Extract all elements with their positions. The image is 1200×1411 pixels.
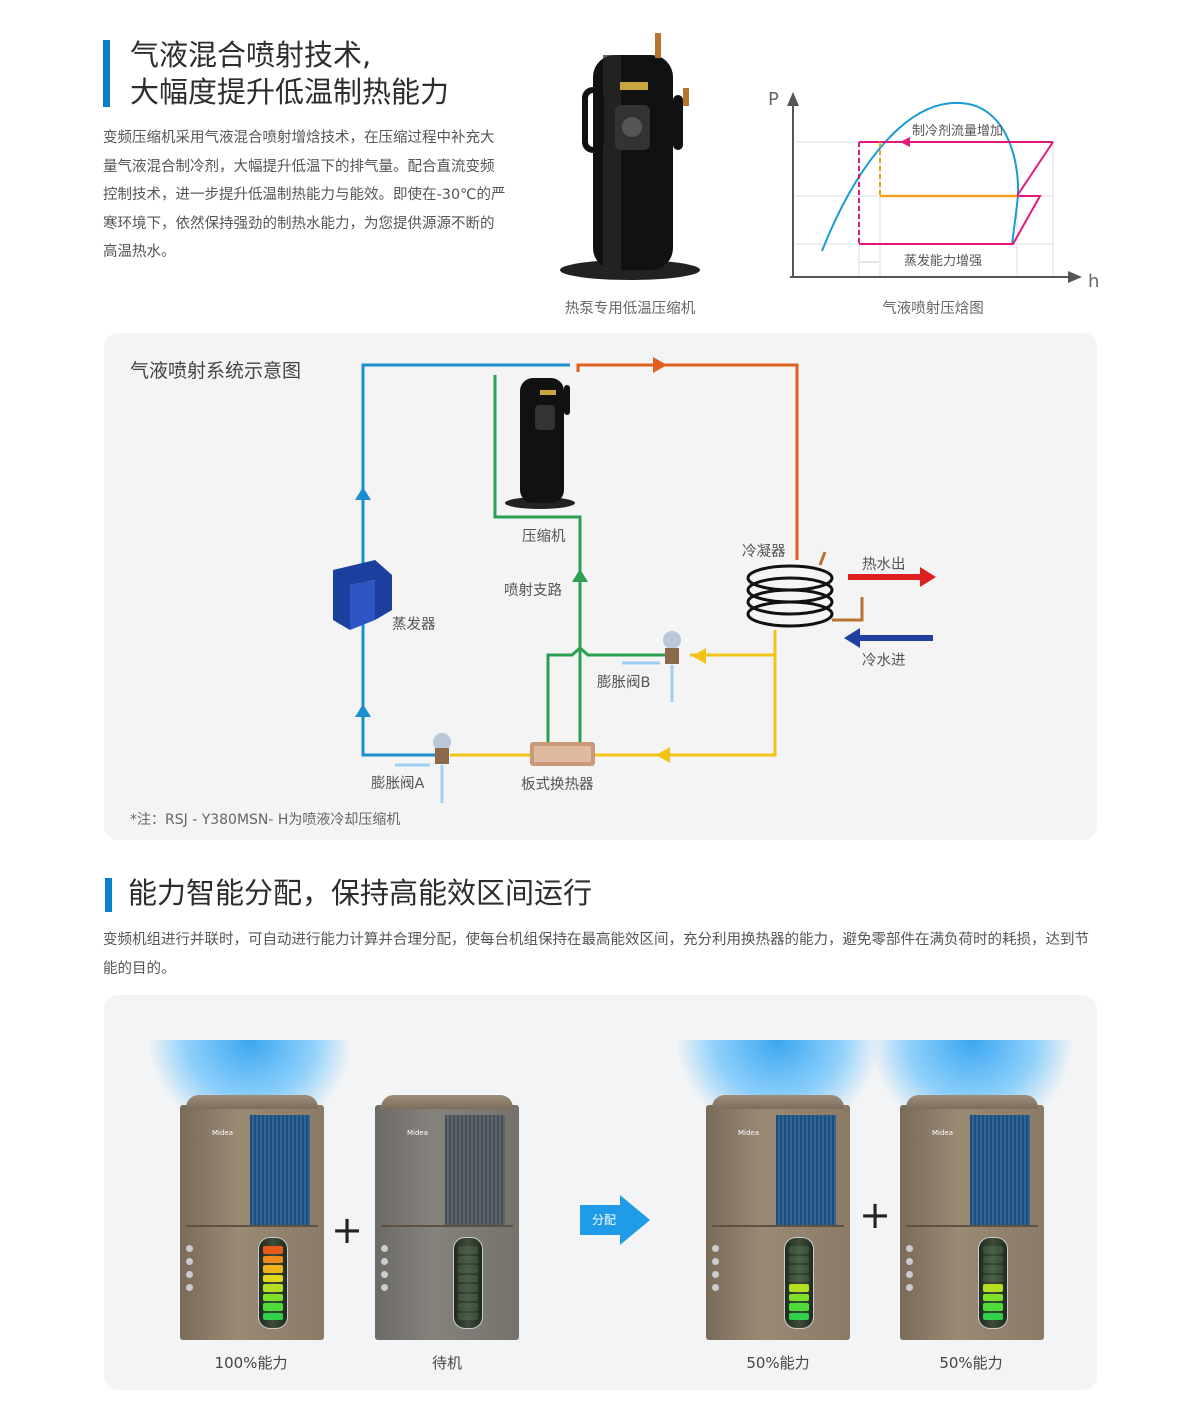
gauge-segment (458, 1284, 478, 1292)
capacity-gauge (978, 1237, 1008, 1329)
diagram-title: 气液喷射系统示意图 (130, 360, 302, 382)
section2-paragraph: 变频机组进行并联时，可自动进行能力计算并合理分配，使每台机组保持在最高能效区间，… (103, 932, 1089, 977)
gauge-segment (983, 1303, 1003, 1311)
label-hot-water-out: 热水出 (862, 557, 906, 573)
gauge-segment (983, 1312, 1003, 1320)
gauge-segment (263, 1246, 283, 1254)
capacity-gauge (453, 1237, 483, 1329)
compressor-icon (505, 378, 575, 509)
hot-water-arrow (848, 567, 936, 587)
heat-pump-unit: Midea (706, 1095, 850, 1340)
gauge-segment (983, 1284, 1003, 1292)
gauge-segment (458, 1246, 478, 1254)
fan-grille (776, 1115, 836, 1225)
section1-title-line2: 大幅度提升低温制热能力 (130, 75, 450, 109)
gauge-segment (263, 1303, 283, 1311)
gauge-segment (789, 1265, 809, 1273)
gauge-segment (983, 1293, 1003, 1301)
label-injection-branch: 喷射支路 (504, 583, 562, 599)
unit-capacity-label: 50%能力 (939, 1354, 1003, 1372)
liquid-pipe (450, 630, 777, 757)
gauge-segment (983, 1265, 1003, 1273)
ph-chart-caption: 气液喷射压焓图 (882, 301, 984, 317)
x-axis-label: h (1088, 271, 1100, 292)
capacity-gauge (258, 1237, 288, 1329)
fan-grille (250, 1115, 310, 1225)
gauge-segment (983, 1246, 1003, 1254)
gauge-segment (789, 1312, 809, 1320)
gauge-segment (458, 1255, 478, 1263)
gauge-segment (458, 1312, 478, 1320)
unit-capacity-label: 100%能力 (214, 1354, 288, 1372)
brand-logo: Midea (932, 1129, 954, 1137)
gauge-segment (458, 1293, 478, 1301)
label-valve-b: 膨胀阀B (597, 675, 651, 691)
gauge-segment (789, 1274, 809, 1282)
title-accent-bar (103, 40, 110, 107)
gauge-segment (263, 1274, 283, 1282)
annotation-flow-increase: 制冷剂流量增加 (912, 124, 1004, 139)
brand-logo: Midea (212, 1129, 234, 1137)
suction-pipe (361, 363, 570, 757)
condenser-icon (746, 551, 864, 628)
unit-capacity-label: 待机 (431, 1354, 463, 1372)
compressor-caption: 热泵专用低温压缩机 (564, 301, 696, 317)
gauge-segment (789, 1284, 809, 1292)
distribute-arrow: 分配 (580, 1195, 650, 1245)
gauge-segment (263, 1312, 283, 1320)
gauge-segment (263, 1265, 283, 1273)
label-evaporator: 蒸发器 (392, 617, 436, 633)
capacity-gauge (784, 1237, 814, 1329)
section1-title-line1: 气液混合喷射技术, (130, 38, 372, 72)
gauge-segment (789, 1303, 809, 1311)
gauge-segment (458, 1265, 478, 1273)
label-valve-a: 膨胀阀A (371, 776, 425, 792)
expansion-valve-b-icon (622, 631, 681, 702)
injection-pipe (493, 375, 582, 755)
brand-logo: Midea (407, 1129, 429, 1137)
heat-pump-unit: Midea (900, 1095, 1044, 1340)
gauge-segment (789, 1293, 809, 1301)
gauge-segment (263, 1293, 283, 1301)
gauge-segment (983, 1255, 1003, 1263)
label-plate-hx: 板式换热器 (521, 777, 594, 793)
distribute-label: 分配 (592, 1213, 617, 1227)
section2-title: 能力智能分配，保持高能效区间运行 (128, 876, 593, 910)
gauge-segment (983, 1274, 1003, 1282)
plus-sign: + (331, 1208, 363, 1252)
gauge-segment (789, 1246, 809, 1254)
gauge-segment (789, 1255, 809, 1263)
section1-paragraph: 变频压缩机采用气液混合喷射增焓技术，在压缩过程中补充大量气液混合制冷剂，大幅提升… (103, 130, 506, 260)
discharge-pipe (576, 363, 799, 560)
title-accent-bar (105, 878, 112, 912)
label-condenser: 冷凝器 (742, 544, 786, 560)
saturation-curve (821, 101, 1020, 252)
y-axis-label: P (768, 89, 779, 110)
heat-pump-unit: Midea (180, 1095, 324, 1340)
brand-logo: Midea (738, 1129, 760, 1137)
ph-chart (787, 92, 1082, 283)
diagram-note: *注：RSJ - Y380MSN- H为喷液冷却压缩机 (130, 812, 401, 828)
label-compressor: 压缩机 (522, 529, 566, 545)
compressor-image (560, 33, 700, 280)
plus-sign: + (859, 1193, 891, 1237)
heat-pump-unit: Midea (375, 1095, 519, 1340)
annotation-evaporation: 蒸发能力增强 (904, 254, 983, 269)
gauge-segment (458, 1303, 478, 1311)
gauge-segment (263, 1284, 283, 1292)
expansion-valve-a-icon (395, 733, 451, 803)
evaporator-icon (333, 560, 392, 630)
cold-water-arrow (844, 628, 933, 648)
fan-grille (970, 1115, 1030, 1225)
cycle-path (859, 141, 1054, 245)
gauge-segment (263, 1255, 283, 1263)
fan-grille (445, 1115, 505, 1225)
gauge-segment (458, 1274, 478, 1282)
system-diagram (333, 357, 936, 803)
unit-capacity-label: 50%能力 (746, 1354, 810, 1372)
plate-heat-exchanger-icon (530, 742, 595, 766)
label-cold-water-in: 冷水进 (862, 653, 906, 669)
